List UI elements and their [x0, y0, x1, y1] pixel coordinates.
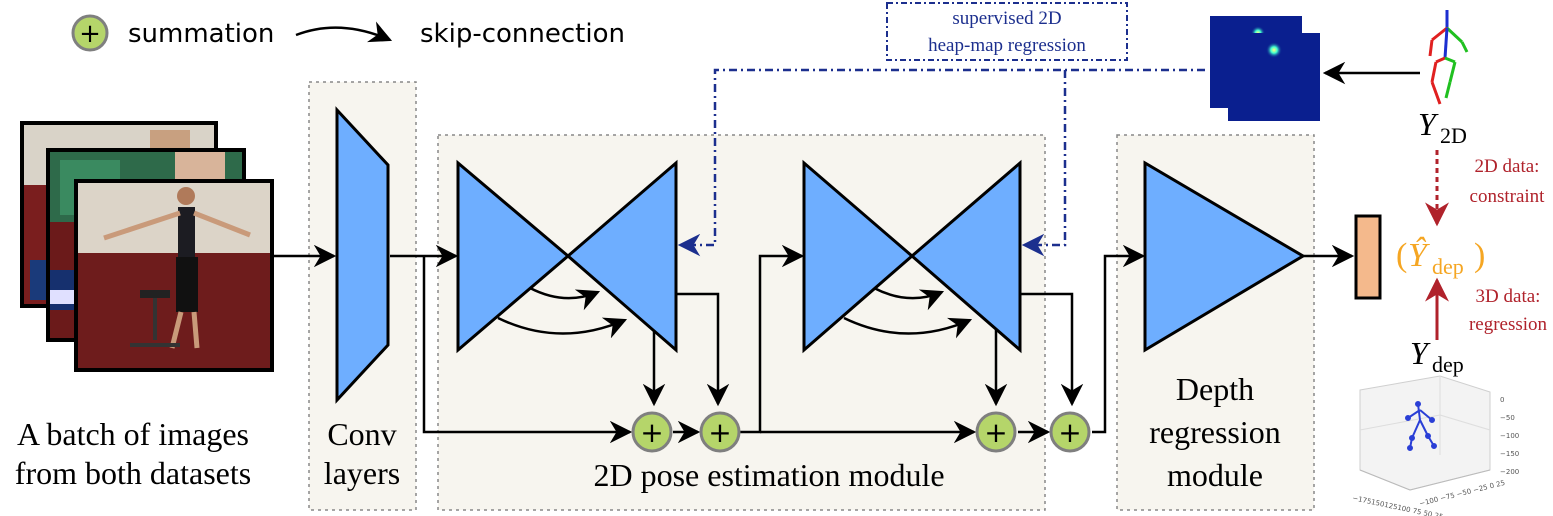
- y2d-label: Y 2D: [1418, 106, 1467, 148]
- hourglass2-outer-skip: [843, 316, 973, 339]
- svg-text:Y: Y: [1410, 335, 1431, 371]
- svg-text:−200: −200: [1500, 468, 1519, 476]
- depth-label-line3: module: [1167, 457, 1263, 493]
- hourglass2-out-to-sum4-arrow: [1020, 292, 1084, 407]
- svg-text:+: +: [640, 416, 663, 449]
- input-image-front: [74, 179, 274, 372]
- skeleton-3d-icon: [1405, 401, 1437, 451]
- input-caption-line2: from both datasets: [15, 455, 251, 491]
- sum2-to-hourglass2-arrow: [740, 244, 805, 434]
- pose-module-label: 2D pose estimation module: [593, 457, 944, 493]
- skeleton-2d-icon: [1428, 10, 1469, 105]
- input-image-stack: [20, 121, 274, 372]
- hourglass2-inner-skip: [873, 286, 945, 311]
- output-feature-bar: [1354, 214, 1382, 300]
- svg-text:+: +: [984, 416, 1007, 449]
- summation-node-2: +: [699, 411, 741, 453]
- yhat-dep-label: ( Ŷ dep ): [1396, 237, 1485, 279]
- svg-text:−150: −150: [1500, 450, 1519, 458]
- depth-label-line2: regression: [1149, 414, 1281, 450]
- summation-node-1: +: [631, 411, 673, 453]
- svg-text:(: (: [1396, 237, 1407, 274]
- supervision-label-line2: heap-map regression: [928, 35, 1086, 56]
- svg-text:): ): [1474, 237, 1485, 274]
- summation-legend-label: summation: [128, 19, 274, 49]
- sum4-to-depth-arrow: [1092, 244, 1146, 434]
- hourglass1-inner-skip: [529, 286, 601, 311]
- pose-module-box: [437, 134, 1046, 511]
- conv-layers-block: [335, 106, 390, 404]
- constraint-label-line1: 2D data:: [1475, 156, 1540, 177]
- skip-connection-legend-label: skip-connection: [420, 19, 625, 49]
- conv-label-line1: Conv: [327, 416, 396, 452]
- svg-text:dep: dep: [1432, 254, 1464, 279]
- hourglass1-out-to-sum2-arrow: [676, 292, 730, 407]
- z-axis-ticks: 0 −50 −100 −150 −200: [1500, 396, 1519, 476]
- summation-legend-icon: [71, 14, 109, 52]
- supervision-label-line1: supervised 2D: [952, 8, 1061, 29]
- svg-text:+: +: [708, 416, 731, 449]
- ydep-label: Y dep: [1410, 335, 1464, 377]
- svg-text:−50: −50: [1500, 414, 1515, 422]
- input-caption-line1: A batch of images: [17, 416, 249, 452]
- svg-text:−100: −100: [1500, 432, 1519, 440]
- legend: + summation skip-connection: [71, 14, 625, 52]
- regression-label-line1: 3D data:: [1476, 286, 1541, 307]
- pose-3d-plot: 0 −50 −100 −150 −200 −175150125100 75 50…: [1352, 375, 1519, 516]
- svg-text:+: +: [1058, 416, 1081, 449]
- svg-text:0: 0: [1500, 396, 1504, 404]
- supervision-label-box: [886, 2, 1128, 61]
- hourglass1-outer-skip: [497, 316, 628, 339]
- svg-text:2D: 2D: [1440, 123, 1467, 148]
- conv-label-line2: layers: [324, 455, 400, 491]
- svg-text:Ŷ: Ŷ: [1408, 237, 1430, 274]
- svg-text:dep: dep: [1432, 352, 1464, 377]
- heatmap-stack: [1210, 16, 1320, 121]
- supervision-path-to-hourglass1: [677, 68, 1205, 257]
- svg-text:Y: Y: [1418, 106, 1439, 142]
- regression-label-line2: regression: [1469, 314, 1548, 335]
- supervision-path-to-hourglass2: [1021, 70, 1067, 257]
- depth-label-line1: Depth: [1176, 371, 1254, 407]
- skip-connection-legend-arrow: [295, 21, 393, 43]
- summation-node-3: +: [975, 411, 1017, 453]
- hourglass-block-2: [802, 159, 1022, 354]
- summation-node-4: +: [1049, 411, 1091, 453]
- conv-skip-to-sum1-arrow: [422, 256, 633, 444]
- constraint-label-line2: constraint: [1470, 186, 1546, 207]
- summation-legend-symbol: +: [79, 19, 101, 49]
